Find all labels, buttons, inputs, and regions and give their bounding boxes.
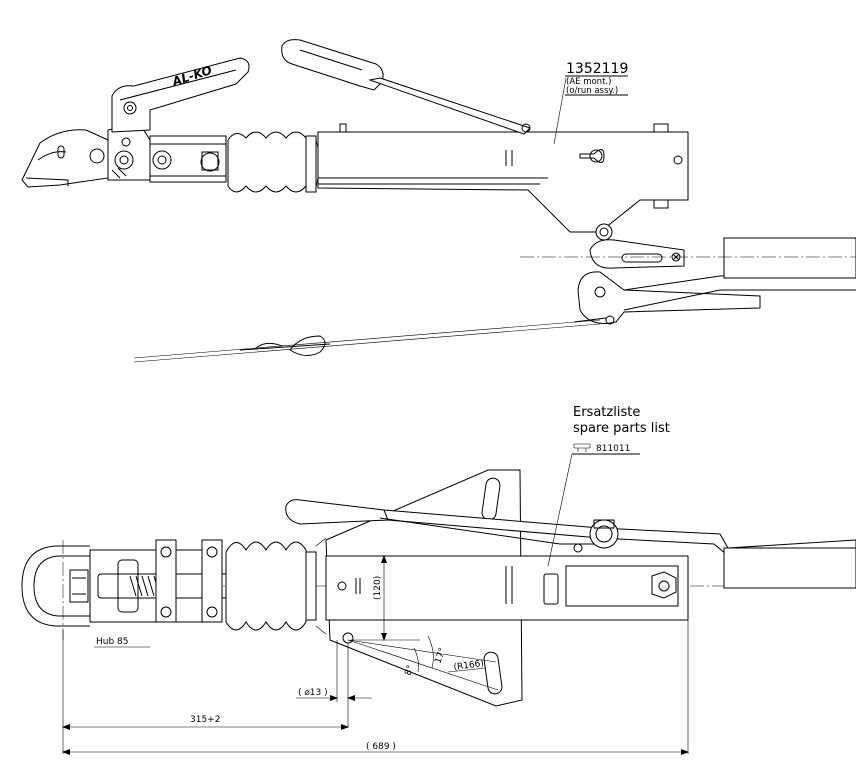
assembly-note-en: (o/run assy.) bbox=[566, 86, 618, 96]
angle-8: 8° bbox=[403, 664, 416, 677]
plan-handbrake-lever bbox=[285, 499, 856, 589]
handbrake-lever bbox=[281, 39, 531, 135]
spare-parts-label-de: Ersatzliste bbox=[573, 405, 640, 420]
drawbar-tube bbox=[149, 135, 227, 183]
spare-parts-label: Ersatzliste spare parts list 811011 bbox=[547, 405, 670, 567]
bellows bbox=[227, 131, 307, 193]
overall-length: ( 689 ) bbox=[366, 742, 396, 752]
breakaway-cable bbox=[133, 317, 607, 363]
part-number-label: 1352119 (AE mont.) (o/run assy.) bbox=[553, 61, 628, 145]
coupling-body bbox=[89, 539, 249, 623]
height-dimension: (120) bbox=[373, 576, 383, 600]
length-to-hole: 315+2 bbox=[190, 715, 220, 725]
stroke-dimension: Hub 85 bbox=[96, 637, 129, 647]
coupling-head bbox=[21, 123, 151, 188]
overrun-housing bbox=[317, 123, 689, 233]
side-view: AL-KO bbox=[21, 39, 856, 363]
wrench-icon bbox=[573, 443, 591, 452]
hole-diameter: ( ⌀13 ) bbox=[298, 688, 328, 698]
coupling-ring bbox=[21, 540, 90, 640]
part-number: 1352119 bbox=[566, 61, 628, 77]
spare-parts-number: 811011 bbox=[596, 444, 630, 454]
brake-linkage bbox=[520, 223, 856, 325]
spare-parts-label-en: spare parts list bbox=[573, 421, 670, 436]
coupling-handle: AL-KO bbox=[111, 57, 250, 133]
dimension-lines: Hub 85 ( ⌀13 ) 315+2 ( 689 ) (120) bbox=[62, 555, 689, 755]
radius-dimension: (R166) bbox=[453, 659, 485, 673]
assembly-note-de: (AE mont.) bbox=[566, 77, 611, 87]
plan-bellows bbox=[225, 541, 307, 631]
plan-view: Ersatzliste spare parts list 811011 Hub … bbox=[21, 405, 856, 755]
